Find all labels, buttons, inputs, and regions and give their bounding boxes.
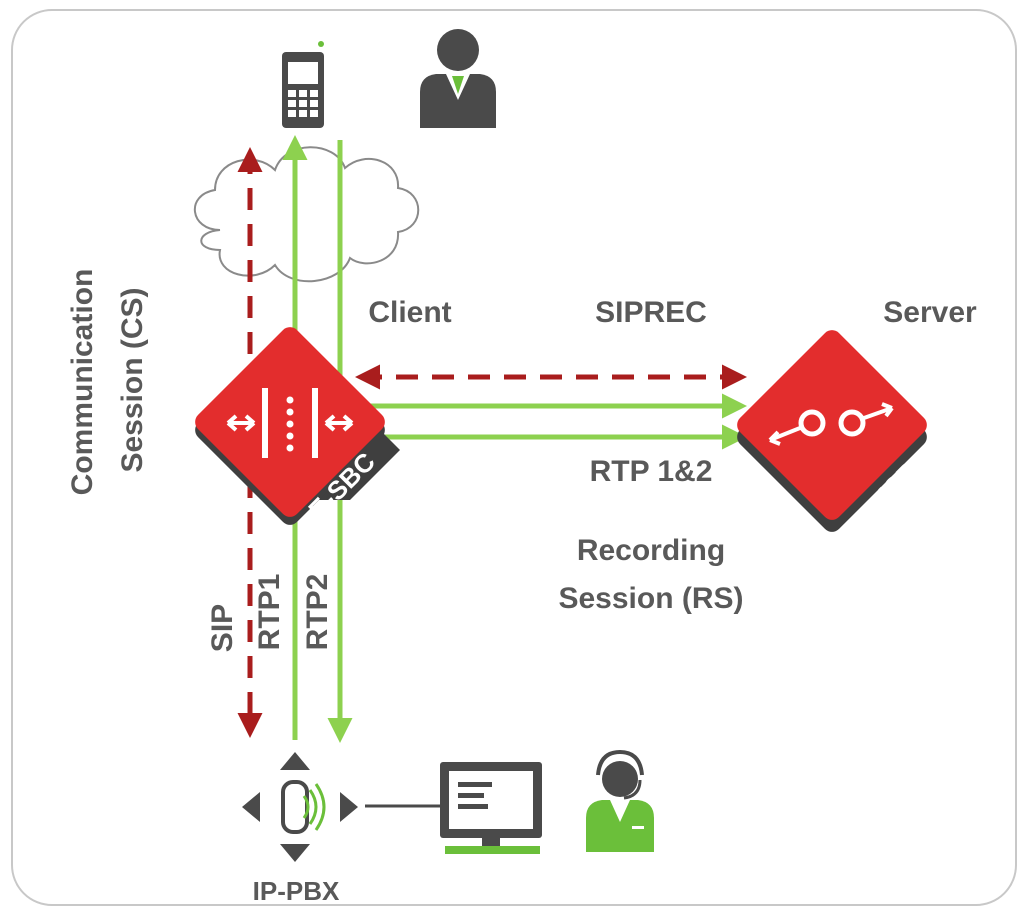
client-label: Client [368,296,451,329]
agent-headset-icon [586,749,654,852]
rtp2-label: RTP2 [301,574,334,651]
server-label: Server [883,296,977,329]
rtp-12-label: RTP 1&2 [590,455,713,488]
sip-label: SIP [206,604,239,652]
ip-pbx-label: IP-PBX [253,876,340,906]
esbc-device-icon [195,327,400,525]
remote-user-icon [420,29,496,128]
communication-session-label-line2: Session (CS) [116,287,149,472]
rtp1-label: RTP1 [253,574,286,651]
isr-device-icon [737,330,927,532]
siprec-label: SIPREC [595,296,707,329]
mobile-phone-icon [282,41,324,128]
ip-pbx-icon [242,752,358,862]
recording-session-label-line1: Recording [577,534,725,567]
recording-session-label-line2: Session (RS) [558,582,743,615]
computer-monitor-icon [440,762,542,854]
communication-session-label-line1: Communication [66,269,99,496]
